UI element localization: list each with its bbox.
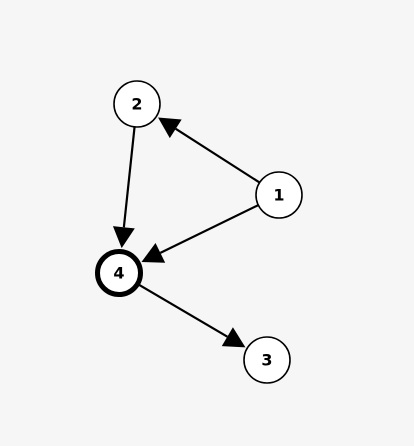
arrowhead — [158, 117, 182, 139]
node-4: 4 — [95, 249, 143, 297]
node-label: 3 — [261, 351, 272, 370]
edge-line — [138, 283, 228, 338]
arrowhead — [112, 226, 135, 249]
node-label: 4 — [113, 264, 124, 283]
nodes-layer: 1 2 3 4 — [95, 80, 303, 384]
edges-layer — [112, 117, 261, 348]
node-circle — [113, 80, 161, 128]
node-label: 2 — [131, 95, 142, 114]
arrowhead — [221, 327, 246, 348]
highlighted-node-circle — [95, 249, 143, 297]
node-1: 1 — [255, 171, 303, 219]
edge-2-to-4 — [112, 126, 136, 249]
node-2: 2 — [113, 80, 161, 128]
edge-4-to-3 — [138, 283, 246, 348]
node-3: 3 — [243, 336, 291, 384]
edge-1-to-2 — [158, 117, 261, 184]
node-label: 1 — [273, 186, 284, 205]
edge-line — [175, 127, 261, 184]
node-circle — [243, 336, 291, 384]
edge-1-to-4 — [141, 204, 259, 263]
arrowhead — [141, 242, 166, 263]
node-circle — [255, 171, 303, 219]
edge-line — [159, 204, 259, 254]
edge-line — [122, 126, 136, 228]
